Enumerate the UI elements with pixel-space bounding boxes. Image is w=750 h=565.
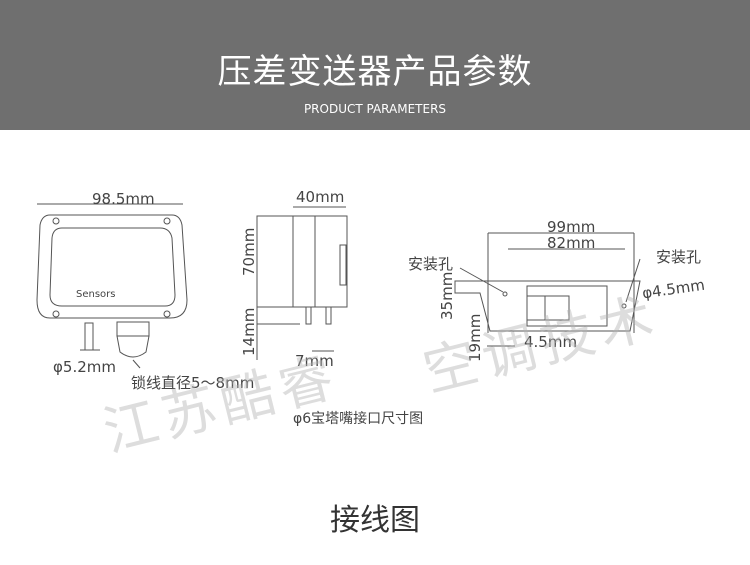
side-depth-label: 40mm	[296, 188, 345, 206]
mount-hole-right-label: 安装孔	[656, 248, 702, 266]
side-view-drawing	[256, 206, 348, 360]
cable-diameter-label: 锁线直径5～8mm	[131, 374, 255, 392]
front-view-drawing	[36, 203, 188, 369]
offset-label: 4.5mm	[524, 333, 578, 351]
nozzle-caption: φ6宝塔嘴接口尺寸图	[293, 411, 424, 427]
back-height-label: 35mm	[438, 271, 456, 320]
outer-width-label: 99mm	[547, 218, 596, 236]
header-banner: 压差变送器产品参数 PRODUCT PARAMETERS	[0, 0, 750, 130]
page-title: 压差变送器产品参数	[217, 52, 533, 92]
brand-label: Sensors	[76, 289, 116, 300]
mount-hole-left-label: 安装孔	[408, 255, 454, 273]
front-width-label: 98.5mm	[92, 190, 155, 208]
hole-spacing-label: 82mm	[547, 234, 596, 252]
wiring-diagram-title: 接线图	[330, 503, 420, 538]
page-subtitle: PRODUCT PARAMETERS	[303, 102, 447, 116]
back-view-drawing	[454, 232, 641, 347]
nozzle-spacing-label: 7mm	[295, 352, 334, 370]
side-height-label: 70mm	[240, 227, 258, 276]
nozzle-diameter-label: φ5.2mm	[53, 358, 116, 376]
